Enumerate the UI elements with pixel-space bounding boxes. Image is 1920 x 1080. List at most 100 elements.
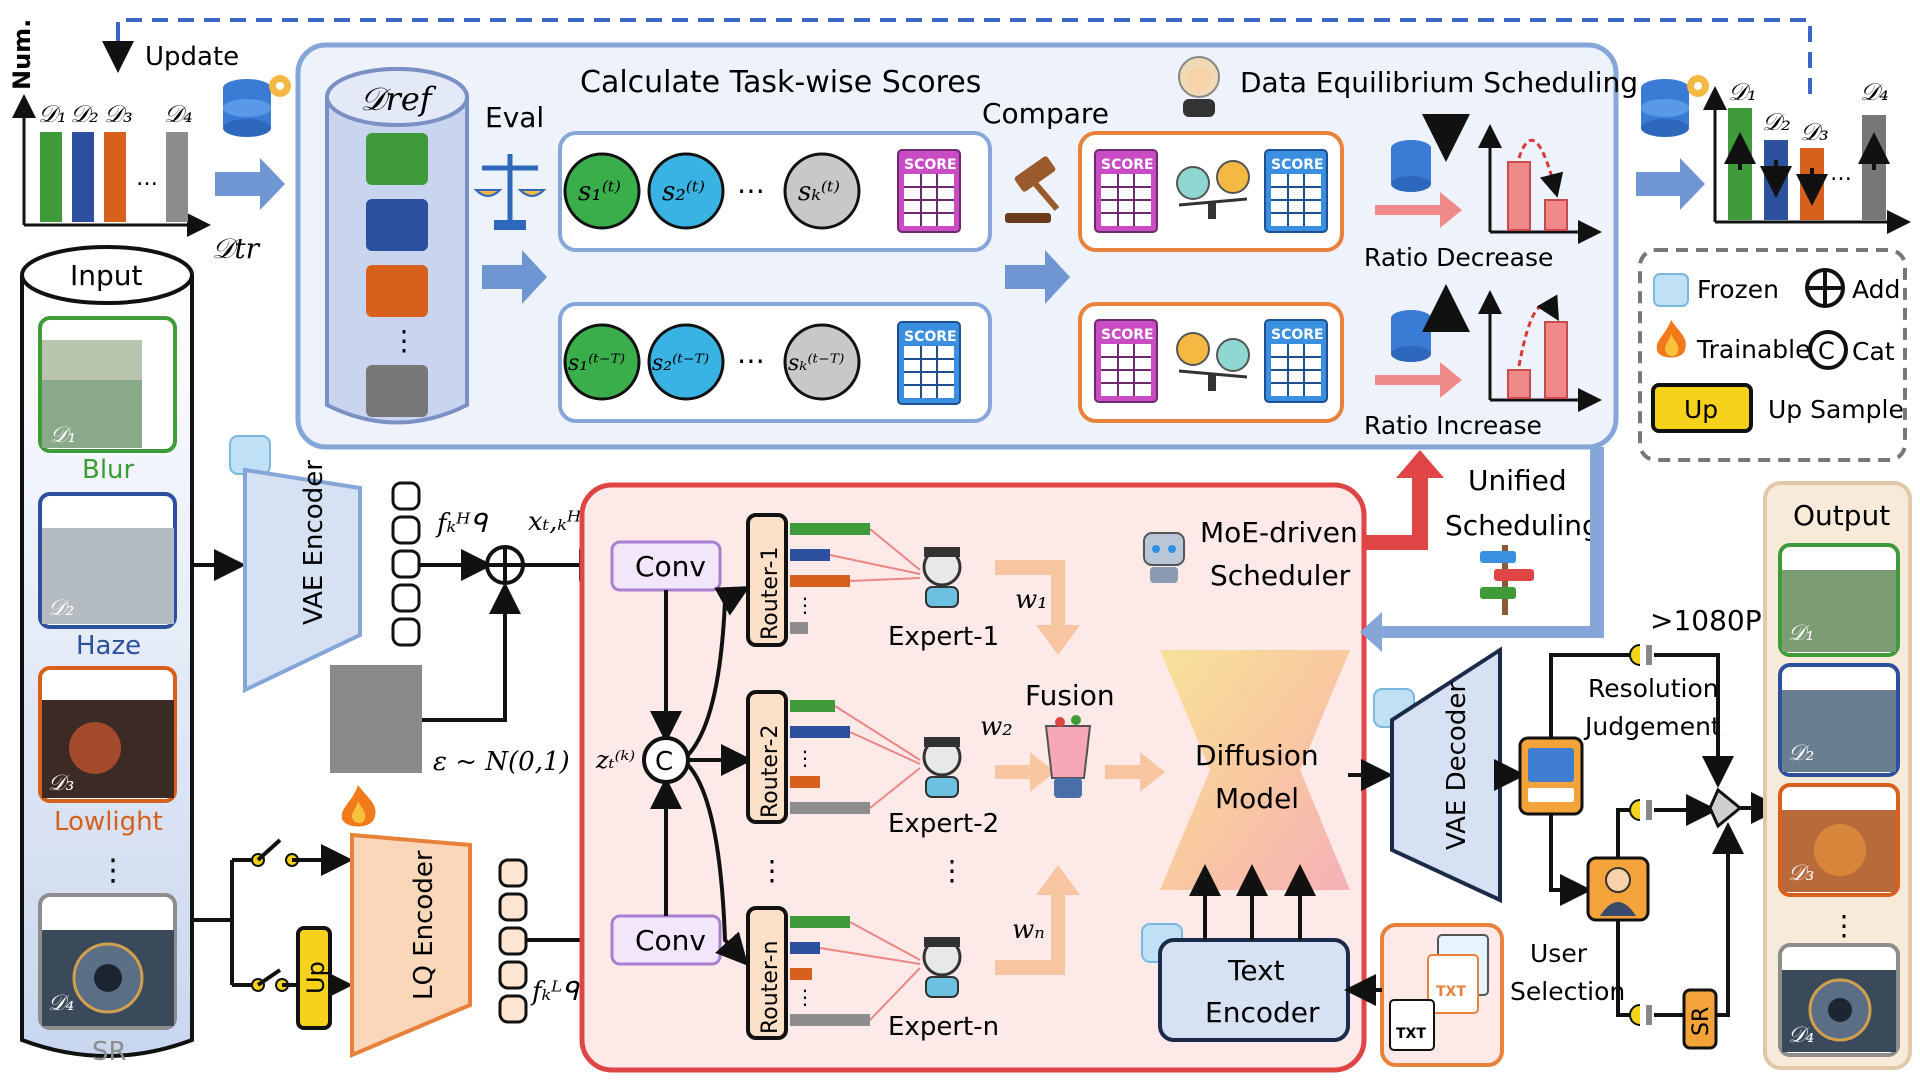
moe-title-line1: MoE-driven — [1200, 516, 1358, 549]
weight-n: wₙ — [1012, 915, 1045, 945]
updated-label-d2: 𝒟₂ — [1762, 108, 1791, 136]
judge-icon — [1178, 56, 1220, 117]
score-prev-k: sₖ⁽ᵗ⁻ᵀ⁾ — [788, 351, 844, 376]
eval-label: Eval — [485, 101, 544, 134]
svg-text:⋮: ⋮ — [795, 746, 815, 770]
dataset-label-d4: 𝒟₄ — [164, 100, 193, 128]
feedback-loop-line — [116, 18, 1812, 95]
score-card-icon: SCORE — [897, 149, 961, 233]
scheduling-title: Data Equilibrium Scheduling — [1240, 66, 1638, 99]
svg-text:⋮: ⋮ — [795, 593, 815, 617]
dataset-label-d2: 𝒟₂ — [70, 100, 99, 128]
dataset-label-d3: 𝒟₃ — [104, 100, 133, 128]
score-card-purple-bottom: SCORE — [1094, 319, 1158, 403]
output-dataset-d3: 𝒟₃ — [1788, 861, 1814, 886]
resolution-line1: Resolution — [1588, 674, 1719, 703]
top-left-dataset-chart: Num. 𝒟₁ 𝒟₂ 𝒟₃ … 𝒟₄ 𝒟tr Update — [8, 19, 261, 265]
svg-text:C: C — [1818, 337, 1835, 365]
output-title: Output — [1793, 499, 1890, 532]
expert-n-label: Expert-n — [888, 1012, 999, 1042]
score-prev-dots: ⋯ — [737, 344, 765, 377]
merge-switch — [1708, 787, 1743, 829]
svg-text:TXT: TXT — [1396, 1026, 1426, 1042]
input-more: ⋮ — [98, 853, 128, 888]
lq-feature-tokens — [498, 858, 528, 1024]
score-card-blue-bottom: SCORE — [1264, 319, 1328, 403]
score-current-k: sₖ⁽ᵗ⁾ — [798, 177, 840, 207]
lq-encoder-label: LQ Encoder — [409, 850, 439, 1000]
unified-scheduling-red-arrow — [1364, 450, 1444, 550]
router-n — [746, 906, 788, 1040]
score-circle-2 — [647, 152, 725, 230]
add-symbol-icon — [1805, 268, 1845, 308]
flame-icon-lq — [341, 785, 376, 827]
router-n-label: Router-n — [758, 941, 783, 1034]
bar-d3 — [104, 132, 126, 222]
resolution-1080p: >1080P — [1650, 604, 1762, 637]
output-dataset-d4: 𝒟₄ — [1788, 1023, 1814, 1048]
f-lq-label: fₖᴸᑫ — [530, 977, 580, 1007]
score-prev-circle-k — [783, 323, 861, 401]
unified-label-line1: Unified — [1468, 464, 1567, 497]
score-circle-k — [783, 152, 861, 230]
score-card-blue-icon: SCORE — [897, 321, 961, 405]
score-card-purple-top: SCORE — [1094, 149, 1158, 233]
input-dataset-d3: 𝒟₃ — [48, 771, 74, 796]
f-hq-label: fₖᴴᑫ — [435, 509, 488, 539]
ratio-increase-label: Ratio Increase — [1364, 411, 1542, 440]
reference-dataset: 𝒟ref ⋮ — [325, 67, 469, 425]
up-sample-label: Up — [302, 961, 330, 994]
text-encoder-line2: Encoder — [1205, 996, 1320, 1029]
score-current-1: s₁⁽ᵗ⁾ — [578, 177, 621, 207]
ref-label: 𝒟ref — [360, 80, 437, 118]
score-prev-1: s₁⁽ᵗ⁻ᵀ⁾ — [568, 351, 625, 376]
bar-d4 — [166, 132, 188, 222]
switch-contact-mid — [1629, 799, 1652, 821]
diffusion-model — [1160, 650, 1350, 890]
text-encoder-line1: Text — [1227, 954, 1285, 987]
expert-2-icon — [922, 737, 962, 798]
eval-arrow — [482, 250, 547, 304]
cat-symbol-icon: C — [1808, 330, 1848, 370]
moe-title-line2: Scheduler — [1210, 559, 1351, 592]
expert-2-label: Expert-2 — [888, 809, 999, 839]
svg-text:SCORE: SCORE — [1271, 157, 1324, 173]
noise-label: ε ~ N(0,1) — [433, 747, 570, 777]
output-dataset-d2: 𝒟₂ — [1788, 741, 1814, 766]
compare-arrow — [1005, 250, 1070, 304]
updated-label-d4: 𝒟₄ — [1860, 78, 1889, 106]
input-title: Input — [70, 259, 143, 292]
signpost-icon — [1480, 545, 1534, 615]
fusion-label: Fusion — [1025, 679, 1115, 712]
noise-image — [330, 665, 422, 773]
vae-decoder-label: VAE Decoder — [1442, 682, 1472, 850]
user-selection-line1: User — [1530, 939, 1588, 968]
score-prev-2: s₂⁽ᵗ⁻ᵀ⁾ — [652, 351, 709, 376]
balance-faces-top — [1176, 160, 1250, 219]
vae-encoder-label: VAE Encoder — [299, 460, 329, 625]
output-more: ⋮ — [1830, 909, 1858, 942]
user-icon — [1586, 856, 1650, 922]
updated-dataset-chart: 𝒟₁ 𝒟₂ 𝒟₃ … 𝒟₄ — [1703, 78, 1911, 234]
input-dataset-d1: 𝒟₁ — [50, 423, 76, 448]
sr-box — [1682, 988, 1718, 1050]
score-prev-circle-1 — [563, 323, 641, 401]
score-circle-1 — [563, 152, 641, 230]
scales-icon — [473, 154, 547, 230]
bar-d1 — [40, 132, 62, 222]
expert-1-label: Expert-1 — [888, 622, 999, 652]
router-2 — [746, 690, 788, 824]
weight-2: w₂ — [980, 712, 1013, 742]
input-label-lowlight: Lowlight — [54, 807, 163, 837]
text-files-icon: TXT TXT — [1389, 934, 1489, 1051]
unified-scheduling-blue-arrow — [1360, 447, 1604, 652]
svg-text:⋮: ⋮ — [795, 985, 815, 1009]
vae-decoder — [1390, 646, 1502, 904]
user-selection-line2: Selection — [1510, 977, 1625, 1006]
legend-frozen: Frozen — [1697, 275, 1779, 304]
conv-bottom-label: Conv — [635, 924, 706, 957]
diffusion-label-line1: Diffusion — [1195, 739, 1319, 772]
ratio-increase-graphic — [1375, 284, 1602, 412]
svg-text:SCORE: SCORE — [1101, 157, 1154, 173]
